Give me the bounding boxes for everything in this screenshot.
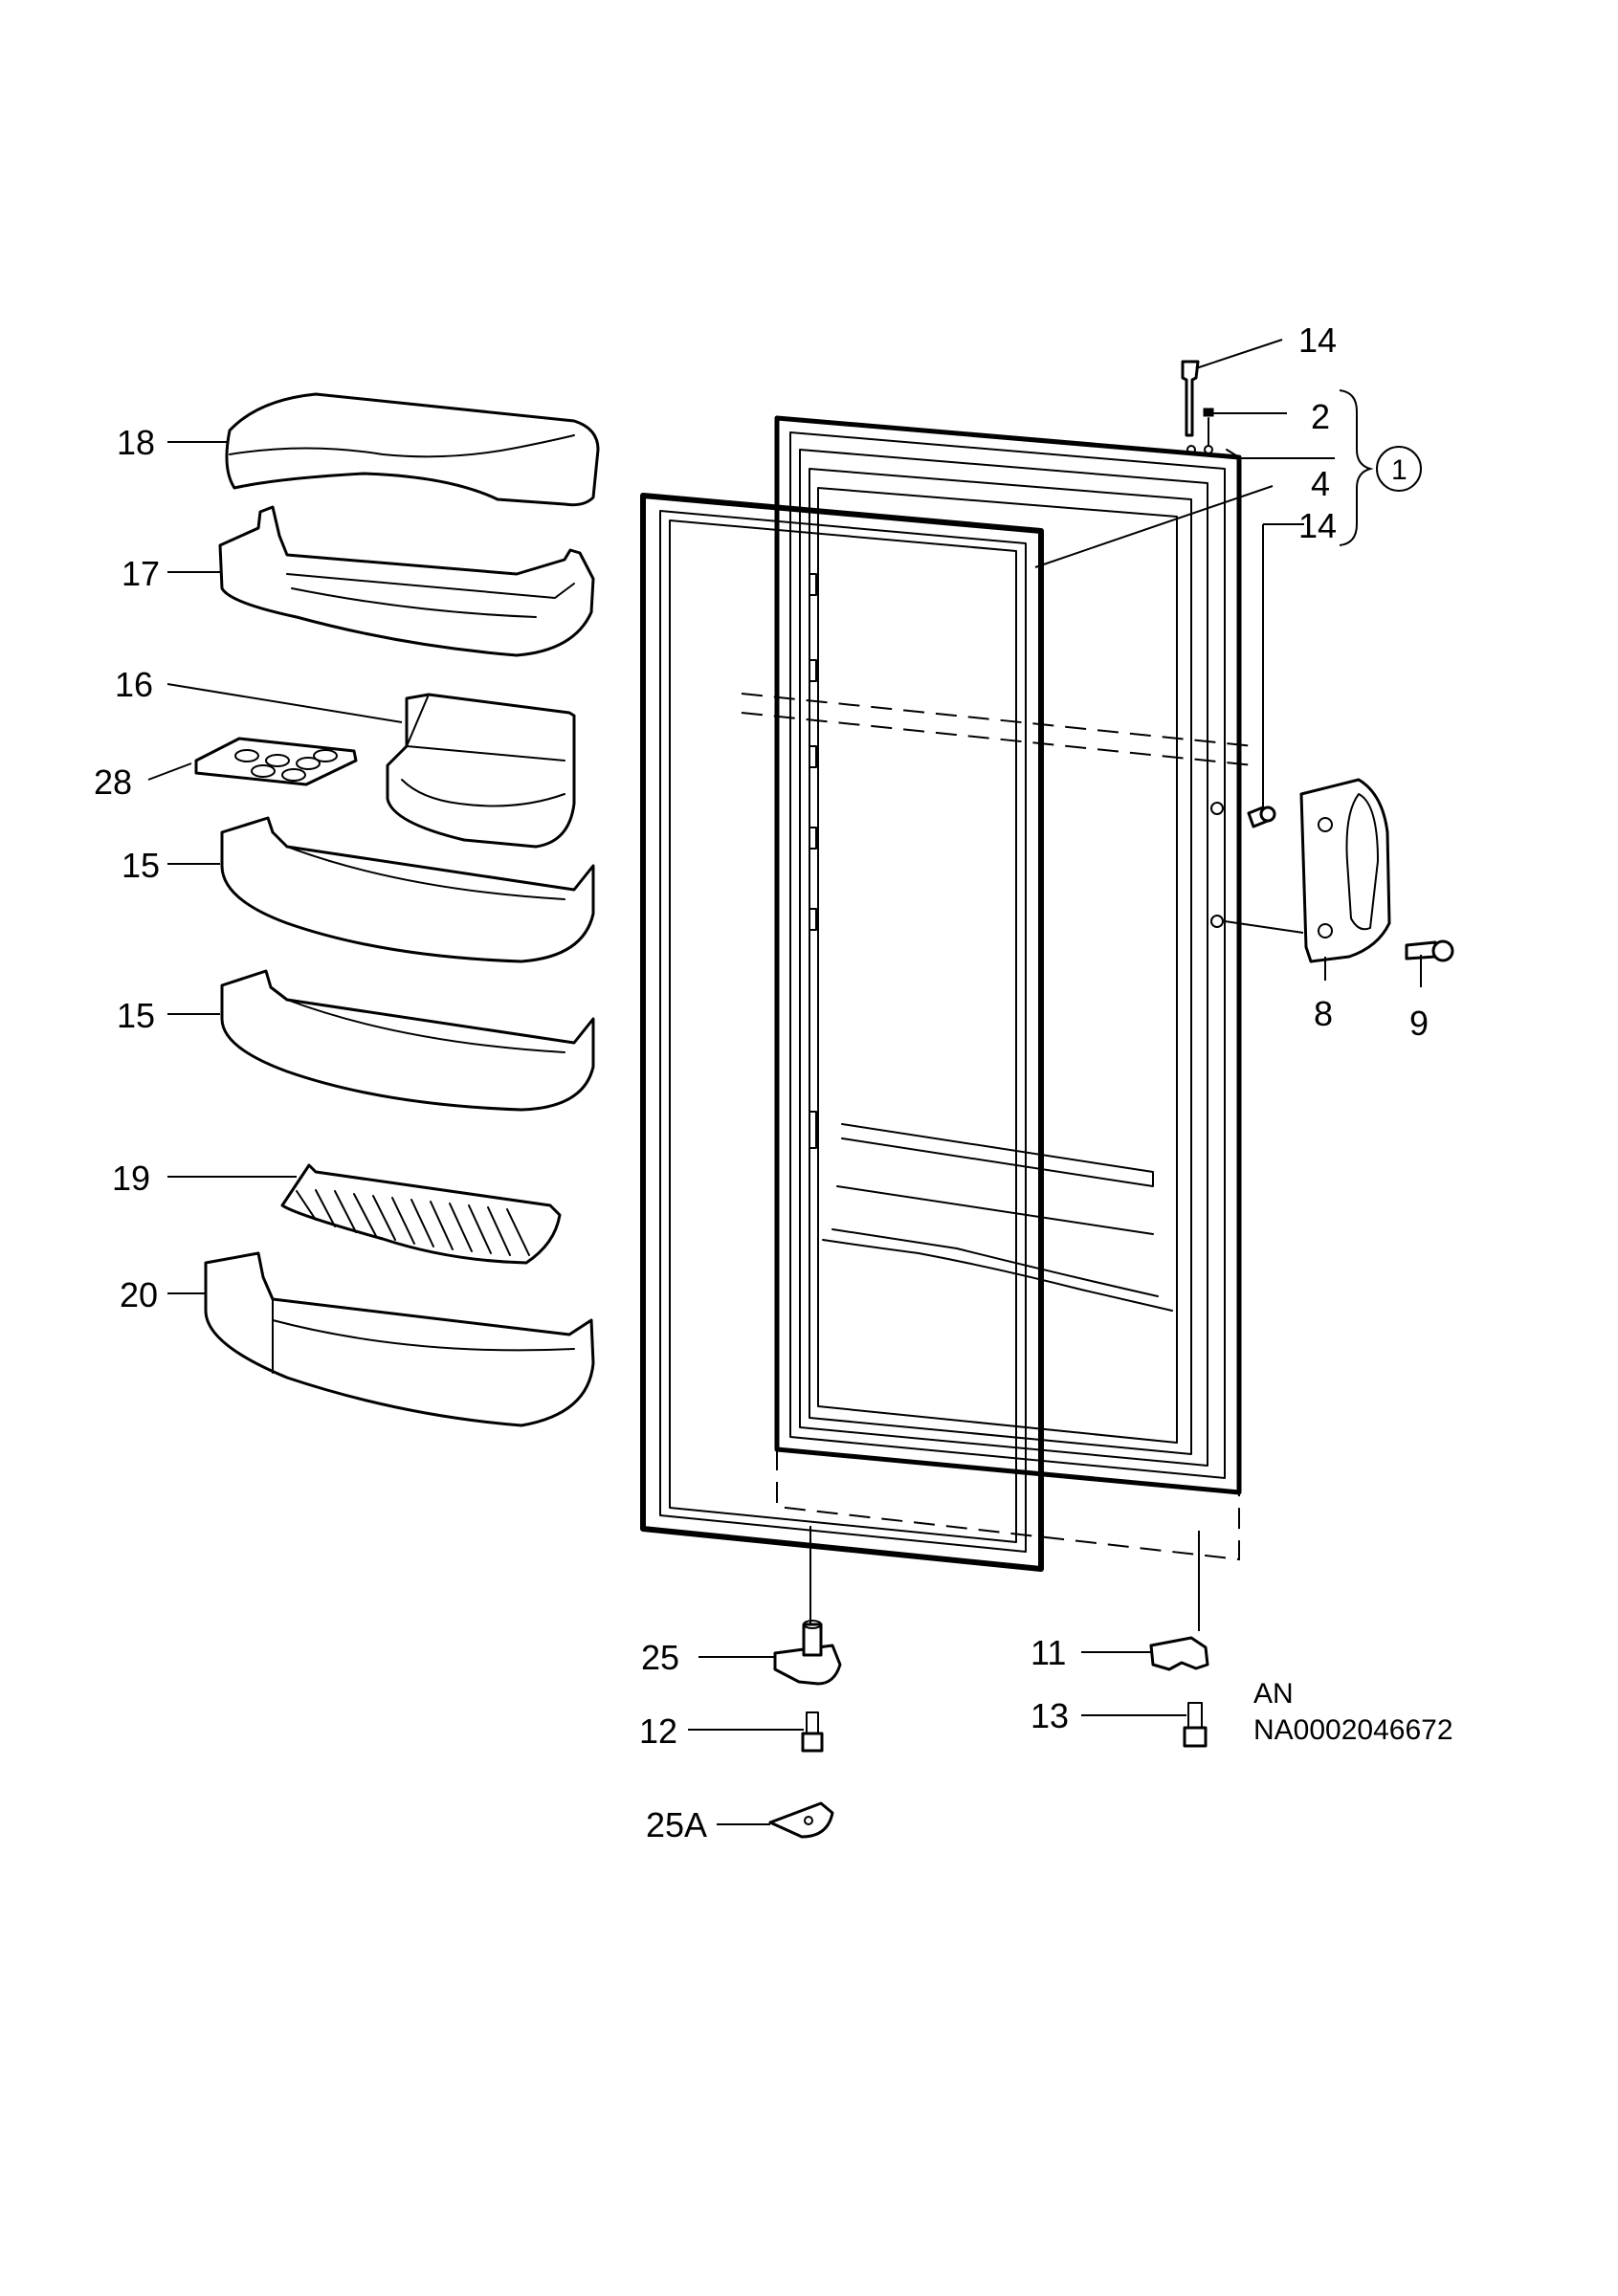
part-20-bottle-shelf	[204, 1251, 595, 1427]
part-19-bottle-holder	[280, 1163, 562, 1265]
part-25-hinge-pin	[773, 1620, 842, 1686]
callout-12: 12	[639, 1711, 677, 1751]
part-12-screw	[801, 1711, 824, 1753]
callout-2: 2	[1311, 397, 1330, 436]
callout-14-top: 14	[1298, 320, 1337, 360]
callout-13: 13	[1031, 1696, 1069, 1735]
door-panel	[774, 415, 1242, 1495]
callout-15-lower: 15	[117, 996, 155, 1035]
alignment-lines	[741, 693, 1254, 1631]
callout-14-mid: 14	[1298, 506, 1337, 545]
callout-1: 1	[1391, 454, 1407, 486]
part-16-small-shelf	[386, 693, 576, 849]
callout-25A: 25A	[646, 1805, 707, 1844]
callout-15-upper: 15	[122, 846, 160, 885]
callout-28: 28	[94, 762, 132, 802]
part-13-screw	[1183, 1702, 1208, 1748]
door-gasket	[640, 493, 1044, 1572]
part-28-egg-tray	[194, 737, 358, 786]
callout-18: 18	[117, 423, 155, 462]
callout-16: 16	[115, 665, 153, 704]
part-9-screw	[1405, 939, 1454, 962]
part-18-dairy-lid	[225, 392, 600, 507]
callout-17: 17	[122, 554, 160, 593]
callout-25: 25	[641, 1638, 679, 1677]
callout-4: 4	[1311, 464, 1330, 503]
callout-8: 8	[1314, 994, 1333, 1033]
part-14-pin-top	[1181, 360, 1200, 437]
callout-11: 11	[1031, 1633, 1066, 1672]
reference-code-line1: AN	[1253, 1678, 1294, 1710]
group-bracket	[1339, 389, 1422, 546]
part-8-handle	[1299, 778, 1391, 963]
part-17-shelf	[218, 505, 595, 657]
part-15-door-bin-upper	[220, 816, 595, 963]
reference-code-line2: NA0002046672	[1253, 1714, 1453, 1746]
callout-labels: 14 2 4 14 1 18 17 16 28 15 15 19 20 8 9 …	[94, 320, 1453, 1844]
part-14-screw-mid	[1247, 806, 1276, 828]
part-25A-hinge-plate	[768, 1801, 834, 1839]
part-11-hinge-bracket	[1149, 1636, 1209, 1671]
callout-20: 20	[120, 1275, 158, 1314]
leader-lines	[147, 339, 1422, 1825]
part-15-door-bin-lower	[220, 969, 595, 1112]
callout-9: 9	[1409, 1004, 1429, 1043]
callout-19: 19	[112, 1159, 150, 1198]
